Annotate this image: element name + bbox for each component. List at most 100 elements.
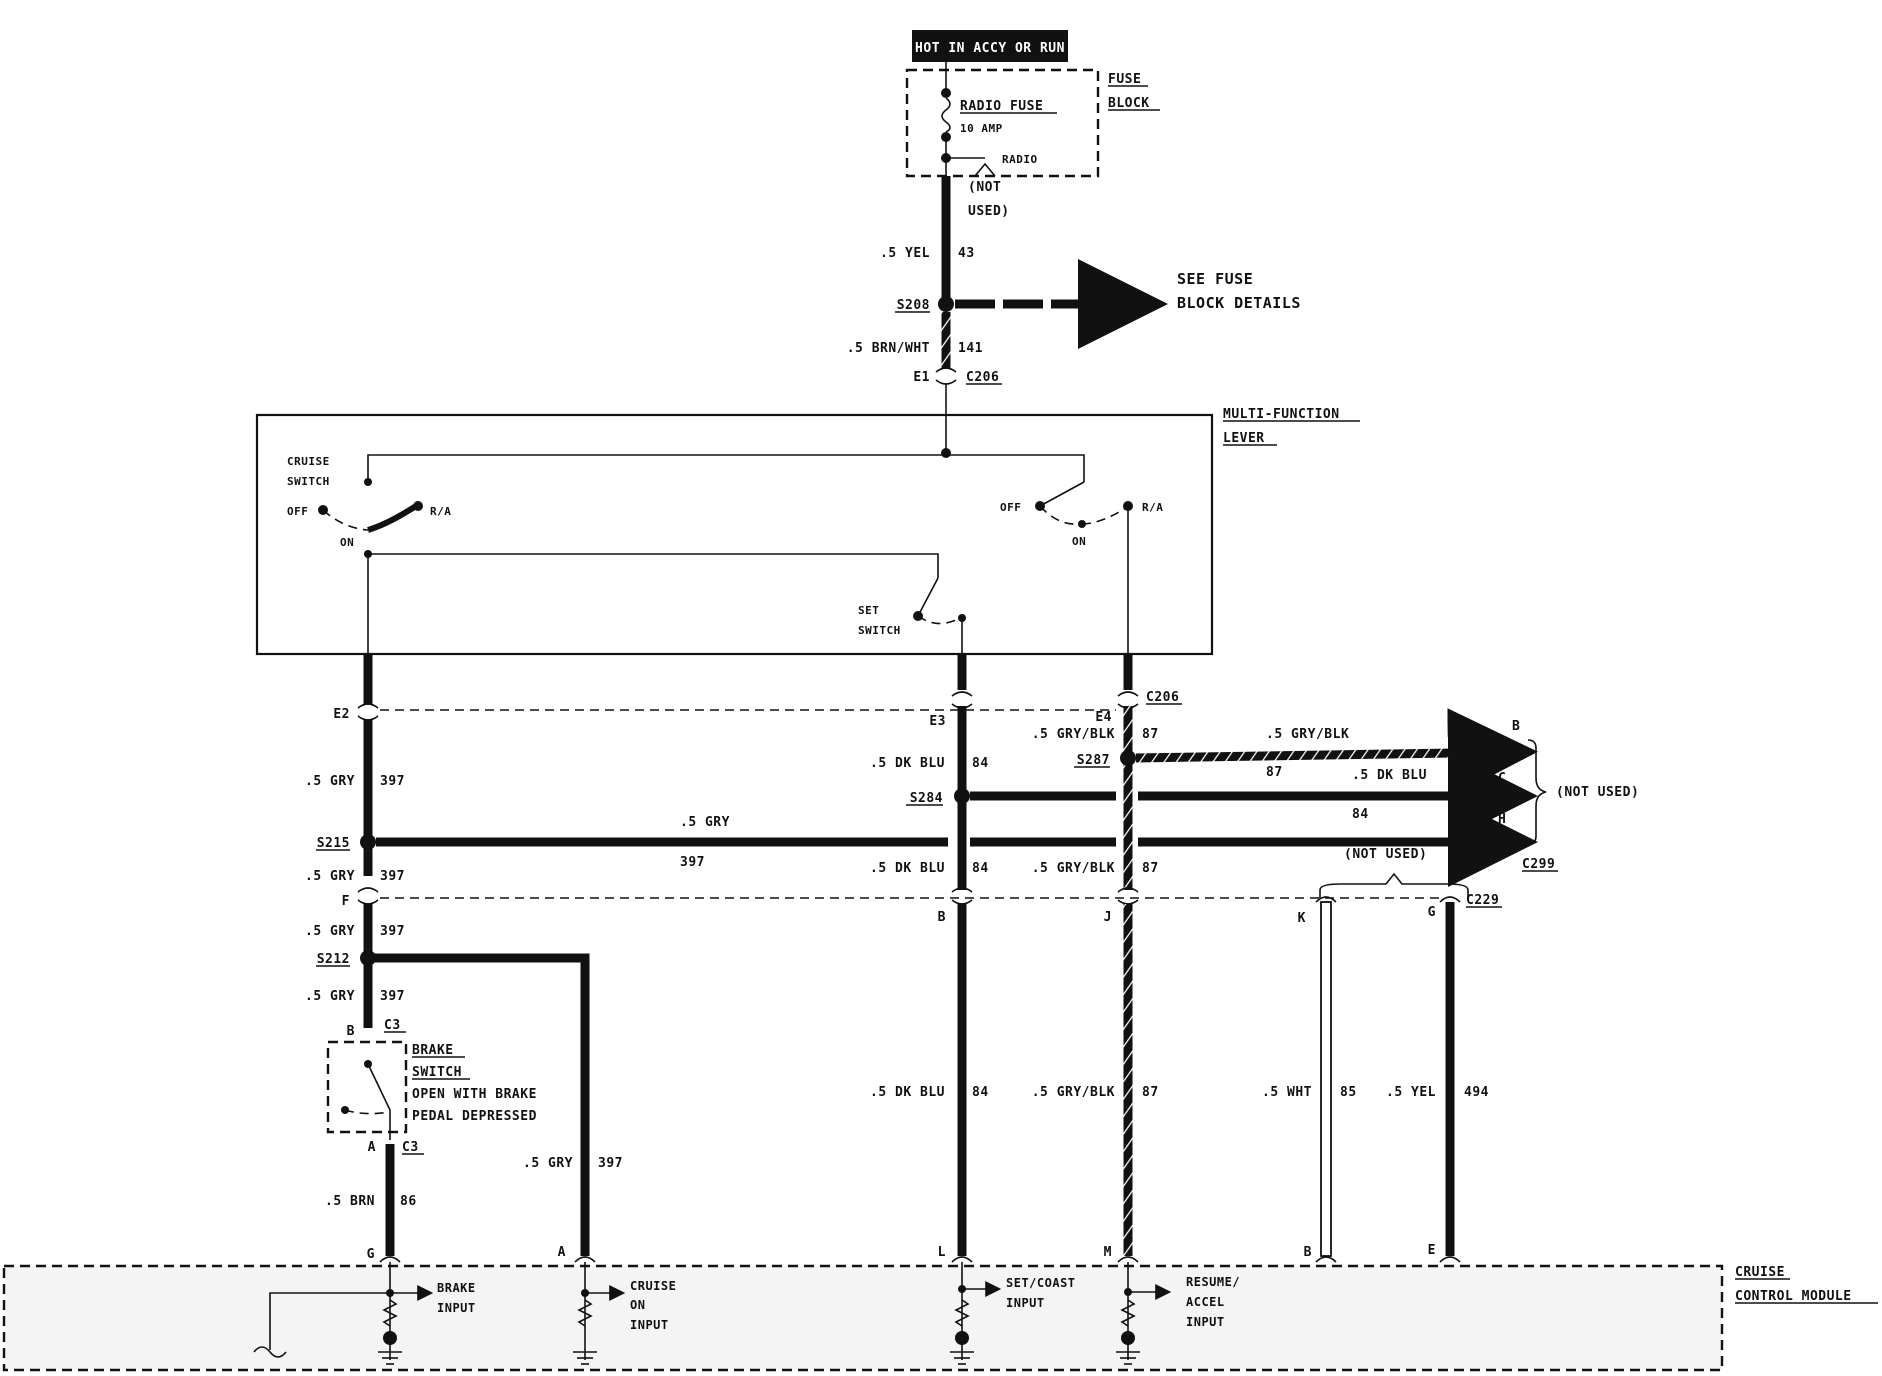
pin-l-label: L — [938, 1245, 946, 1260]
wire-141-num: 141 — [958, 341, 983, 356]
fuse-element-icon — [941, 97, 951, 133]
fuse-block: RADIO FUSE 10 AMP RADIO FUSE BLOCK (NOT … — [905, 62, 1160, 219]
grblk-color-1: .5 GRY/BLK — [1032, 727, 1115, 742]
multi-function-lever: MULTI-FUNCTION LEVER CRUISE SWITCH OFF R… — [255, 407, 1360, 656]
wire-141: .5 BRN/WHT 141 E1 C206 — [847, 312, 1002, 453]
radio-connector-icon — [974, 162, 996, 177]
cruise-switch-label-2: SWITCH — [287, 475, 330, 488]
e4-label: E4 — [1095, 710, 1112, 725]
set-switch-label-2: SWITCH — [858, 624, 901, 637]
grblk-horiz-color: .5 GRY/BLK — [1266, 727, 1349, 742]
wht-color: .5 WHT — [1262, 1085, 1312, 1100]
c206-top-label: C206 — [966, 370, 999, 385]
grblk-horiz-num: 87 — [1266, 765, 1283, 780]
set-coast-input-1: SET/COAST — [1006, 1276, 1076, 1290]
s212-label: S212 — [317, 952, 350, 967]
wire-43-color: .5 YEL — [880, 246, 930, 261]
fuse-block-label-1: FUSE — [1108, 72, 1141, 87]
right-off-label: OFF — [1000, 501, 1021, 514]
s284-label: S284 — [910, 791, 943, 806]
e3-label: E3 — [929, 714, 946, 729]
module-name-1: CRUISE — [1735, 1265, 1785, 1280]
wire-gry-397: E2 .5 GRY 397 S215 .5 GRY 397 F .5 GRY 3… — [305, 654, 623, 1256]
brake-desc-2: PEDAL DEPRESSED — [412, 1109, 537, 1124]
dkblu-horiz-num: 84 — [1352, 807, 1369, 822]
brake-input-1: BRAKE — [437, 1281, 476, 1295]
radio-label: RADIO — [1002, 153, 1038, 166]
c299-bracket-icon — [1527, 739, 1547, 845]
yel-color: .5 YEL — [1386, 1085, 1436, 1100]
wire-gry-horizontal: .5 GRY 397 — [376, 797, 1538, 887]
module-name-2: CONTROL MODULE — [1735, 1289, 1852, 1304]
see-fuse-2: BLOCK DETAILS — [1177, 294, 1301, 312]
s208-label: S208 — [897, 298, 930, 313]
grblk-num-2: 87 — [1142, 861, 1159, 876]
cruise-ra-label: R/A — [430, 505, 451, 518]
dkblu-color-1: .5 DK BLU — [870, 756, 945, 771]
c299-label: C299 — [1522, 857, 1555, 872]
brn-color: .5 BRN — [325, 1194, 375, 1209]
right-ra-label: R/A — [1142, 501, 1163, 514]
c229-label: C229 — [1466, 893, 1499, 908]
brake-name-2: SWITCH — [412, 1065, 462, 1080]
k-label: K — [1298, 911, 1306, 926]
gry-num-5: 397 — [598, 1156, 623, 1171]
c299-not-used: (NOT USED) — [1556, 785, 1639, 800]
pin-m-label: M — [1104, 1245, 1112, 1260]
not-used-bracket-icon — [1319, 872, 1469, 898]
dkblu-num-2: 84 — [972, 861, 989, 876]
grblk-num-1: 87 — [1142, 727, 1159, 742]
dkblu-num-3: 84 — [972, 1085, 989, 1100]
cruise-on-input-3: INPUT — [630, 1318, 669, 1332]
connector-e1-icon — [935, 367, 957, 385]
s287-label: S287 — [1077, 753, 1110, 768]
cruise-switch-lever-icon — [367, 503, 418, 533]
gry-num-3: 397 — [380, 924, 405, 939]
cruise-switch-label-1: CRUISE — [287, 455, 330, 468]
cruise-on-label: ON — [340, 536, 354, 549]
brake-switch: B C3 BRAKE SWITCH OPEN WITH BRAKE PEDAL … — [325, 1018, 537, 1256]
pin-b-label: B — [1304, 1245, 1312, 1260]
brake-a-label: A — [368, 1140, 376, 1155]
g-label-c229: G — [1428, 905, 1436, 920]
mfl-label-2: LEVER — [1223, 431, 1265, 446]
gry-color-1: .5 GRY — [305, 774, 355, 789]
feed-wire-43: .5 YEL 43 — [880, 176, 975, 302]
splice-s208: S208 SEE FUSE BLOCK DETAILS — [895, 259, 1301, 349]
yel-num: 494 — [1464, 1085, 1489, 1100]
e2-label: E2 — [333, 707, 350, 722]
cruise-on-input-2: ON — [630, 1298, 645, 1312]
wire-43-num: 43 — [958, 246, 975, 261]
brake-name-1: BRAKE — [412, 1043, 454, 1058]
fuse-block-label-2: BLOCK — [1108, 96, 1150, 111]
dkblu-color-2: .5 DK BLU — [870, 861, 945, 876]
gry-color-3: .5 GRY — [305, 924, 355, 939]
grblk-color-2: .5 GRY/BLK — [1032, 861, 1115, 876]
dkblu-horiz-color: .5 DK BLU — [1352, 768, 1427, 783]
pin-a-label: A — [558, 1245, 566, 1260]
brn-num: 86 — [400, 1194, 417, 1209]
brake-input-2: INPUT — [437, 1301, 476, 1315]
radio-fuse-label: RADIO FUSE — [960, 99, 1043, 114]
radio-not-used-1: (NOT — [968, 180, 1001, 195]
cruise-off-label: OFF — [287, 505, 308, 518]
resistor-icon — [382, 1299, 398, 1327]
power-title: HOT IN ACCY OR RUN — [915, 41, 1065, 56]
pin-g-label: G — [367, 1247, 375, 1262]
power-source-header: HOT IN ACCY OR RUN — [912, 30, 1068, 62]
pin-e-label: E — [1428, 1243, 1436, 1258]
see-fuse-1: SEE FUSE — [1177, 270, 1253, 288]
grblk-num-3: 87 — [1142, 1085, 1159, 1100]
j-label: J — [1104, 910, 1112, 925]
c299-b-label: B — [1512, 719, 1520, 734]
f-label: F — [342, 894, 350, 909]
cruise-control-module: CRUISE CONTROL MODULE G BRAKE INPUT A CR… — [2, 1243, 1878, 1372]
fuse-rating: 10 AMP — [960, 122, 1003, 135]
wht-num: 85 — [1340, 1085, 1357, 1100]
dkblu-color-3: .5 DK BLU — [870, 1085, 945, 1100]
resume-input-1: RESUME/ — [1186, 1275, 1240, 1289]
gry-color-4: .5 GRY — [305, 989, 355, 1004]
ac-source-icon — [253, 1346, 287, 1358]
not-used-wires: (NOT USED) K .5 WHT 85 G C229 .5 YEL 494 — [1262, 847, 1502, 1257]
